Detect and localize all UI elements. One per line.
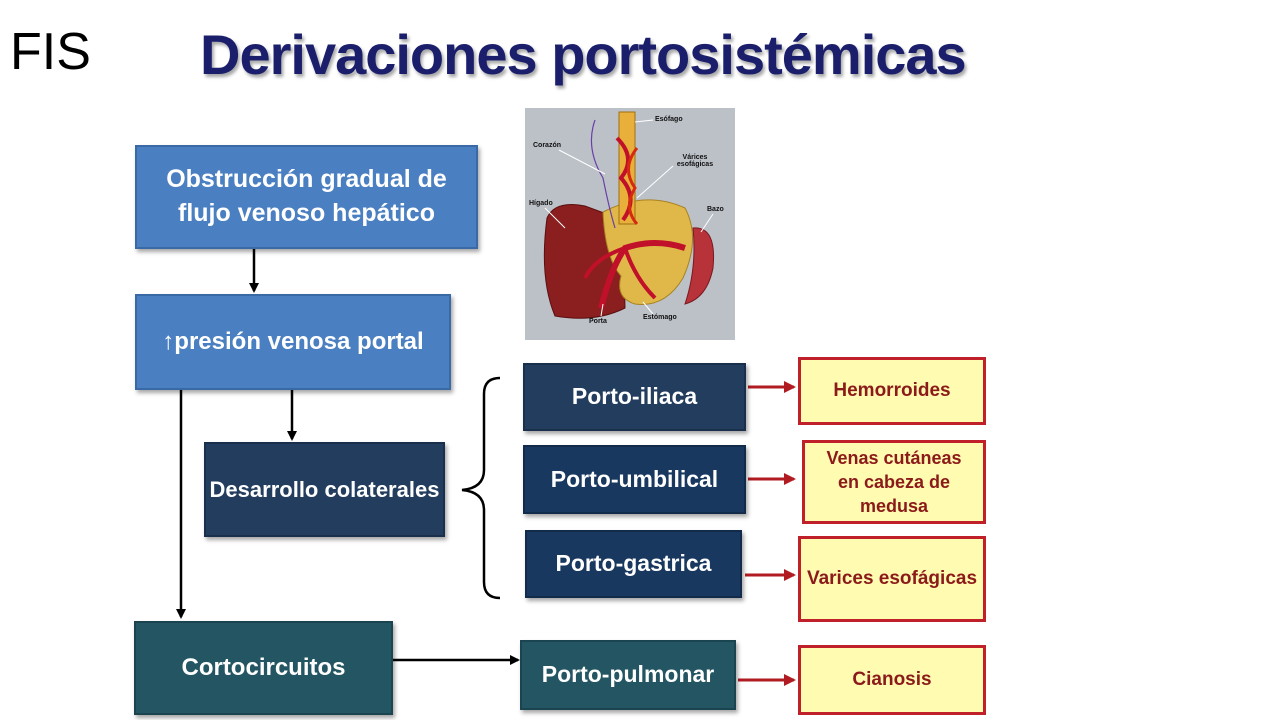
slide-title: Derivaciones portosistémicas — [200, 23, 967, 86]
label-estomago: Estómago — [643, 314, 677, 321]
leader-higado — [544, 207, 566, 229]
result-hemorroides: Hemorroides — [798, 357, 986, 425]
result-venas-cutaneas: Venas cutáneas en cabeza de medusa — [802, 440, 986, 524]
stomach-shape — [602, 199, 694, 305]
box-porto-iliaca: Porto-iliaca — [523, 363, 746, 431]
label-corazon: Corazón — [533, 142, 561, 149]
portal-branches — [583, 246, 657, 300]
box-obstruccion: Obstrucción gradual de flujo venoso hepá… — [135, 145, 478, 249]
leader-corazon — [558, 149, 606, 175]
leader-estomago — [642, 301, 654, 315]
heart-outline — [590, 119, 616, 229]
slide-corner-label: FIS — [10, 23, 91, 81]
box-porto-gastrica: Porto-gastrica — [525, 530, 742, 598]
leader-varices — [636, 165, 674, 199]
label-varices: Várices esofágicas — [676, 154, 714, 168]
anatomy-drawing — [543, 111, 715, 319]
box-presion: ↑presión venosa portal — [135, 294, 451, 390]
label-higado: Hígado — [529, 200, 553, 207]
leader-porta — [600, 303, 604, 317]
label-porta: Porta — [589, 318, 607, 325]
spleen-shape — [684, 227, 715, 305]
label-esofago: Esófago — [655, 116, 683, 123]
collaterals-brace — [461, 376, 501, 600]
box-colaterales: Desarrollo colaterales — [204, 442, 445, 537]
label-bazo: Bazo — [707, 206, 724, 213]
box-porto-pulmonar: Porto-pulmonar — [520, 640, 736, 710]
leader-esofago — [634, 119, 654, 123]
anatomy-illustration: Esófago Corazón Várices esofágicas Hígad… — [525, 108, 735, 340]
varices-shape-2 — [627, 147, 639, 225]
result-varices: Varices esofágicas — [798, 536, 986, 622]
box-cortocircuitos: Cortocircuitos — [134, 621, 393, 715]
result-cianosis: Cianosis — [798, 645, 986, 715]
leader-bazo — [700, 213, 714, 233]
box-porto-umbilical: Porto-umbilical — [523, 445, 746, 514]
